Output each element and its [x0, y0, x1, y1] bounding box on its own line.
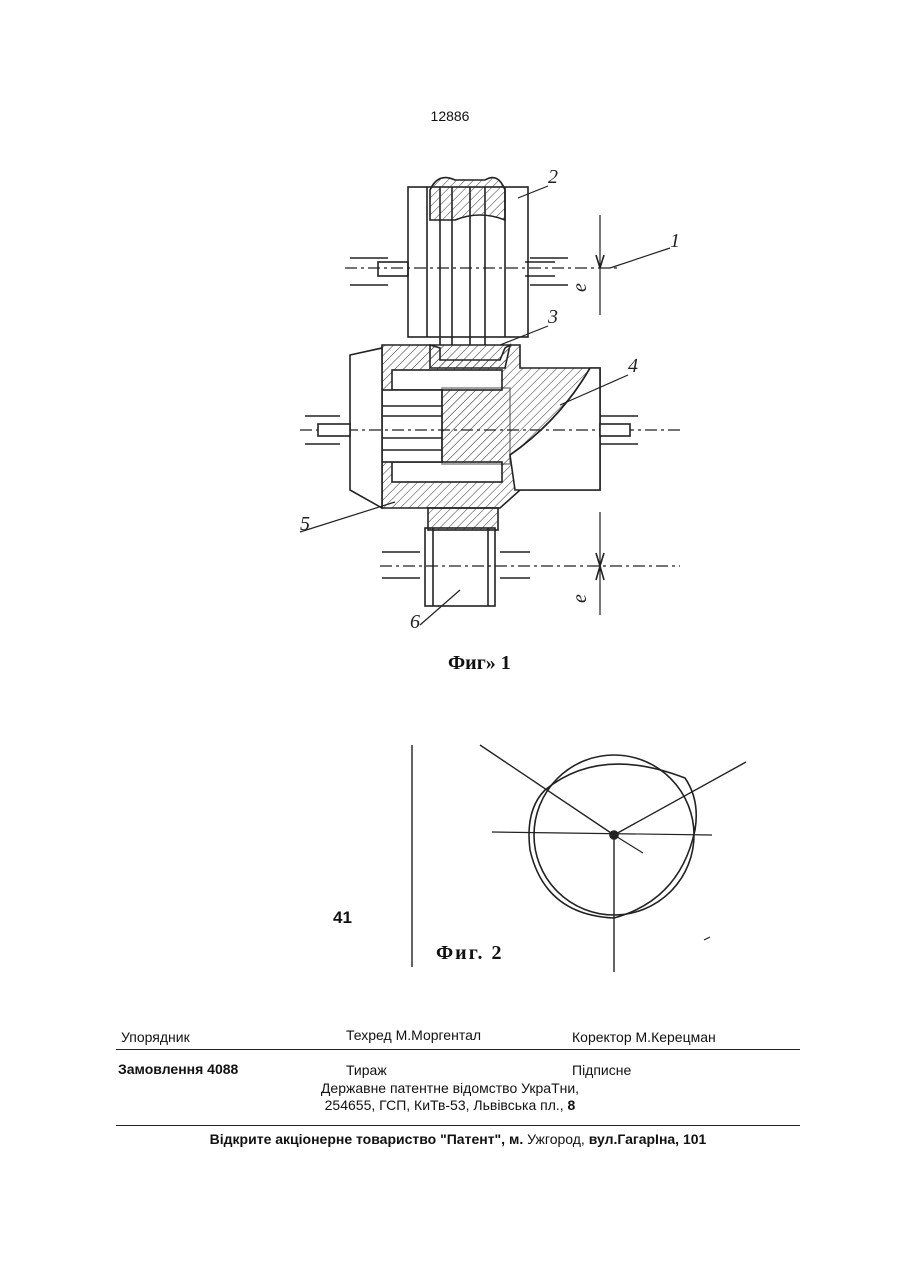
figure-2-caption: Фиг. 2: [436, 942, 504, 965]
office-address: 254655, ГСП, КиТв-53, Львівська пл.,: [325, 1097, 564, 1113]
compiler-label: Упорядник: [121, 1029, 190, 1045]
figure-2-drawing: [412, 745, 746, 972]
margin-line-number: 41: [333, 908, 352, 928]
label-5: 5: [300, 513, 310, 535]
label-3: 3: [547, 306, 558, 328]
circulation-label: Тираж: [346, 1062, 387, 1078]
tech-editor: Техред М.Моргентал: [346, 1027, 481, 1043]
office-line-1: Державне патентне відомство УкраТни,: [250, 1080, 650, 1096]
label-6: 6: [410, 611, 420, 633]
label-4: 4: [628, 355, 638, 377]
dim-label-lower: e: [569, 594, 591, 603]
order-number: Замовлення 4088: [118, 1061, 238, 1077]
dim-label-upper: e: [569, 283, 591, 292]
footer-divider-bottom: [116, 1125, 800, 1126]
publisher-city: Ужгород,: [527, 1131, 585, 1147]
publisher-street: вул.ГагарІна, 101: [589, 1131, 707, 1147]
figure-1-drawing: [300, 178, 680, 625]
patent-drawings: 2 1 3 4 5 6 e e: [0, 0, 900, 1000]
label-2: 2: [548, 166, 558, 188]
office-line-2: 254655, ГСП, КиТв-53, Львівська пл., 8: [250, 1097, 650, 1113]
label-1: 1: [670, 230, 680, 252]
footer-divider-top: [116, 1049, 800, 1050]
office-address-number: 8: [568, 1097, 576, 1113]
figure-1-caption: Фиг» 1: [448, 652, 511, 675]
subscription-label: Підписне: [572, 1062, 631, 1078]
publisher-name: Відкрите акціонерне товариство "Патент",…: [210, 1131, 524, 1147]
proofreader: Коректор М.Керецман: [572, 1029, 716, 1045]
publisher-line: Відкрите акціонерне товариство "Патент",…: [116, 1131, 800, 1147]
